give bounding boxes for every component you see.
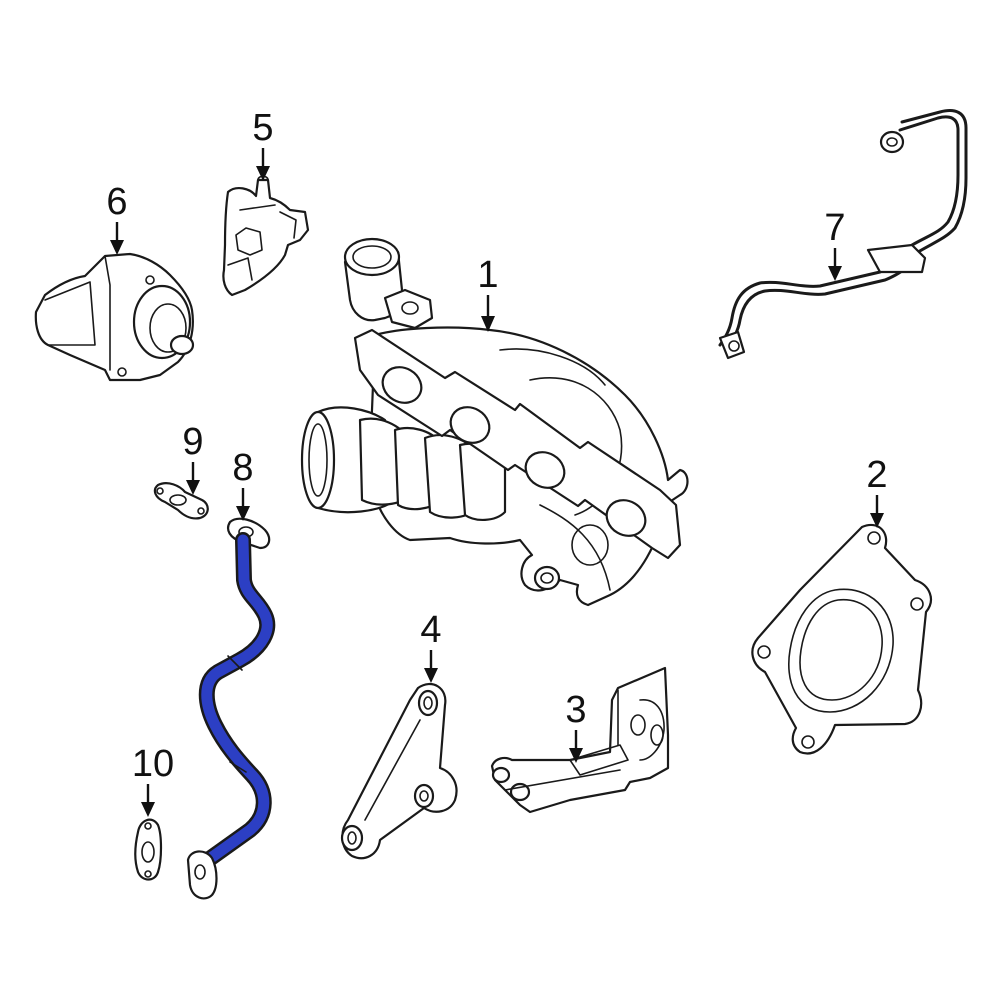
callout-9: 9 [182, 421, 203, 463]
callout-8: 8 [232, 447, 253, 489]
callout-1: 1 [477, 254, 498, 296]
leader-arrows [110, 148, 884, 817]
bypass-valve[interactable] [34, 252, 195, 382]
turbo-bracket[interactable] [490, 666, 670, 814]
callout-6: 6 [106, 181, 127, 223]
sensor-cable[interactable] [718, 109, 968, 360]
oil-line-gasket-upper[interactable] [153, 482, 209, 520]
callout-5: 5 [252, 107, 273, 149]
callout-7: 7 [824, 207, 845, 249]
turbo-gasket[interactable] [751, 523, 932, 755]
oil-feed-line[interactable] [186, 517, 276, 900]
oil-feed-line-tube [201, 534, 273, 866]
turbocharger[interactable] [300, 237, 689, 607]
boost-control-solenoid[interactable] [222, 175, 310, 297]
callout-10: 10 [132, 743, 174, 785]
callout-2: 2 [866, 454, 887, 496]
callout-4: 4 [420, 609, 441, 651]
oil-line-gasket-lower[interactable] [134, 818, 163, 881]
callout-3: 3 [565, 689, 586, 731]
turbo-support[interactable] [340, 682, 458, 860]
